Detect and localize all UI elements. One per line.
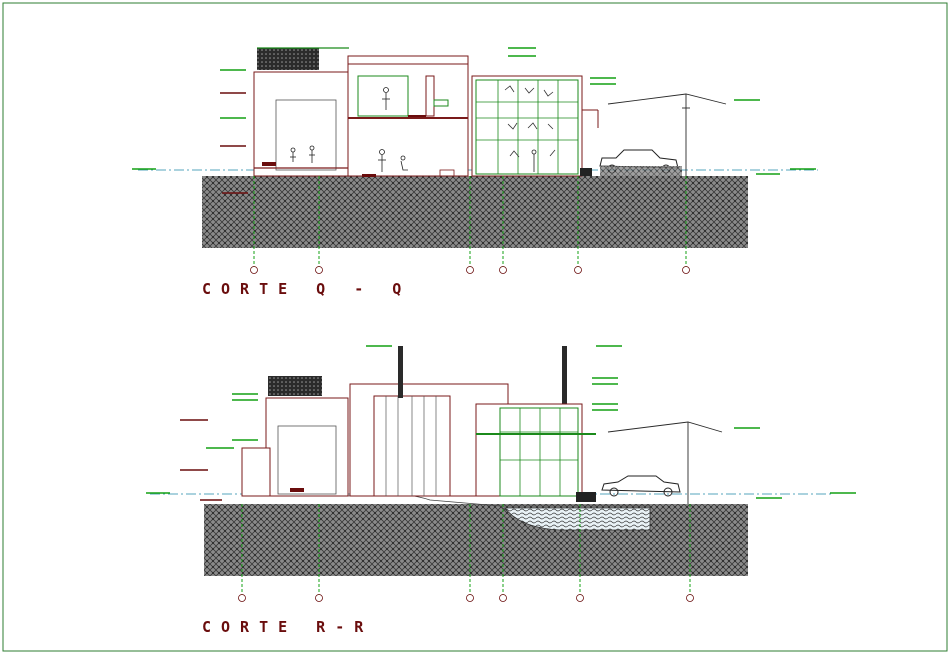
section-rr-drawing [146, 345, 856, 602]
axis-markers-rr [238, 594, 694, 602]
section-title-rr: CORTE R-R [202, 618, 374, 636]
soil-mass [204, 504, 748, 576]
canopy-qq [607, 93, 727, 176]
section-title-qq: CORTE Q - Q [202, 280, 412, 298]
glazed-block [475, 403, 583, 497]
roof-panel [257, 48, 319, 70]
roof-panel [268, 376, 322, 396]
canopy-rr [607, 421, 723, 504]
glazed-block [471, 75, 583, 177]
section-qq-drawing [132, 47, 818, 274]
axis-markers-qq [250, 266, 690, 274]
car-rr [601, 475, 681, 497]
soil-mass [202, 176, 748, 248]
garage-block [253, 71, 351, 177]
